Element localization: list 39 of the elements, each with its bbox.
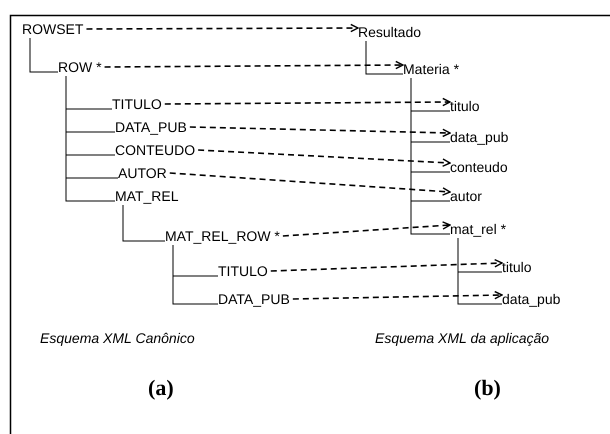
tree-connector (30, 38, 58, 72)
element-name: DATA_PUB (218, 290, 290, 308)
mapping-arrow (198, 149, 451, 167)
element-name: ROWSET (22, 20, 84, 38)
element-name: Resultado (358, 23, 422, 41)
mapping-arrow (104, 60, 404, 70)
tree-connector (410, 78, 450, 234)
element-name: MAT_REL_ROW * (165, 227, 280, 245)
tree-connector (122, 204, 166, 242)
mapping-arrow (86, 24, 359, 32)
mapping-arrow (270, 258, 503, 272)
tree-connector (458, 238, 502, 304)
element-name: data_pub (502, 290, 560, 308)
tree-connector (172, 244, 218, 304)
mapping-arrow (282, 221, 451, 237)
element-name: titulo (502, 258, 532, 276)
element-name: conteudo (450, 158, 508, 176)
schema-caption: Esquema XML da aplicação (375, 330, 550, 346)
element-name: mat_rel * (450, 220, 506, 238)
element-name: CONTEUDO (115, 141, 196, 159)
element-name: TITULO (112, 95, 162, 113)
element-name: ROW * (58, 58, 102, 76)
element-name: autor (450, 187, 482, 205)
element-name: TITULO (218, 262, 268, 280)
mapping-arrow (170, 172, 451, 196)
element-name: DATA_PUB (115, 118, 187, 136)
element-name: AUTOR (118, 164, 167, 182)
schema-caption: Esquema XML Canônico (40, 330, 195, 346)
mapping-arrow (190, 126, 451, 138)
tree-connector (66, 76, 116, 202)
mapping-arrow (164, 98, 451, 106)
mapping-arrow (292, 290, 503, 300)
panel-label: (a) (148, 375, 174, 401)
element-name: MAT_REL (115, 187, 179, 205)
panel-label: (b) (474, 375, 501, 401)
element-name: titulo (450, 97, 480, 115)
element-name: Materia * (403, 60, 460, 78)
element-name: data_pub (450, 128, 508, 146)
tree-connector (366, 40, 404, 74)
